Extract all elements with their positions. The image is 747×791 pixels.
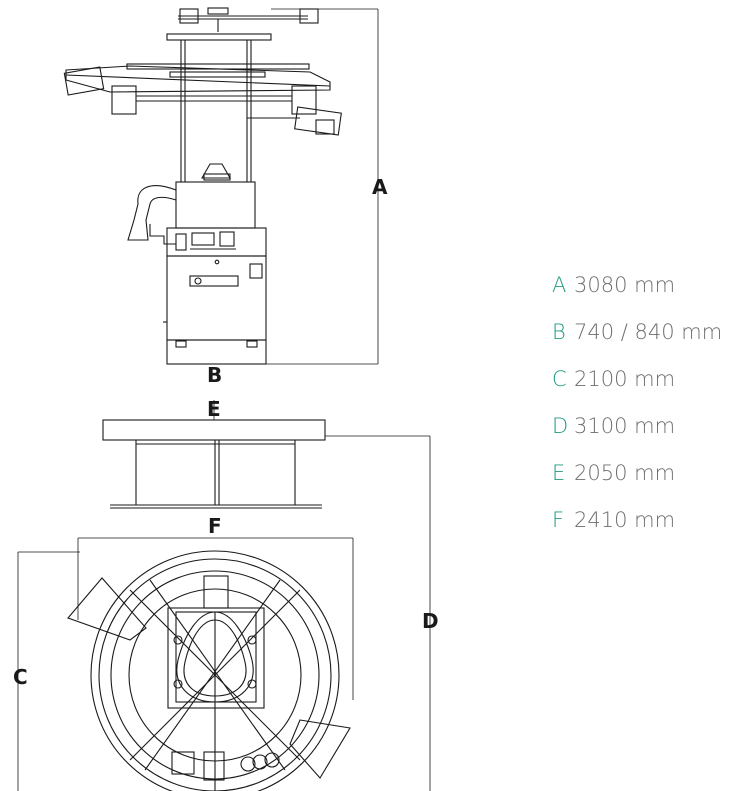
legend-value: 3100 mm xyxy=(574,414,676,438)
plan-view xyxy=(17,537,354,791)
dimension-label-b: B xyxy=(207,363,222,387)
legend-value: 740 / 840 mm xyxy=(574,320,723,344)
legend-letter: D xyxy=(552,414,569,438)
legend-value: 2100 mm xyxy=(574,367,676,391)
legend-value: 3080 mm xyxy=(574,273,676,297)
legend-value: 2050 mm xyxy=(574,461,676,485)
legend-row-c: C 2100 mm xyxy=(552,364,722,411)
legend-letter: F xyxy=(552,508,565,532)
legend-letter: E xyxy=(552,461,566,485)
legend-letter: B xyxy=(552,320,566,344)
legend-row-b: B 740 / 840 mm xyxy=(552,317,722,364)
side-elevation-view xyxy=(63,7,379,365)
dimension-label-a: A xyxy=(372,175,388,199)
dimension-label-f: F xyxy=(208,514,222,538)
legend-letter: C xyxy=(552,367,567,391)
legend-value: 2410 mm xyxy=(574,508,676,532)
legend-letter: A xyxy=(552,273,567,297)
dimension-label-d: D xyxy=(422,609,439,633)
legend-row-a: A 3080 mm xyxy=(552,270,722,317)
legend-row-e: E 2050 mm xyxy=(552,458,722,505)
dimension-label-c: C xyxy=(13,665,28,689)
legend-row-f: F 2410 mm xyxy=(552,505,722,552)
dimension-label-e: E xyxy=(207,397,221,421)
front-view xyxy=(102,400,431,791)
